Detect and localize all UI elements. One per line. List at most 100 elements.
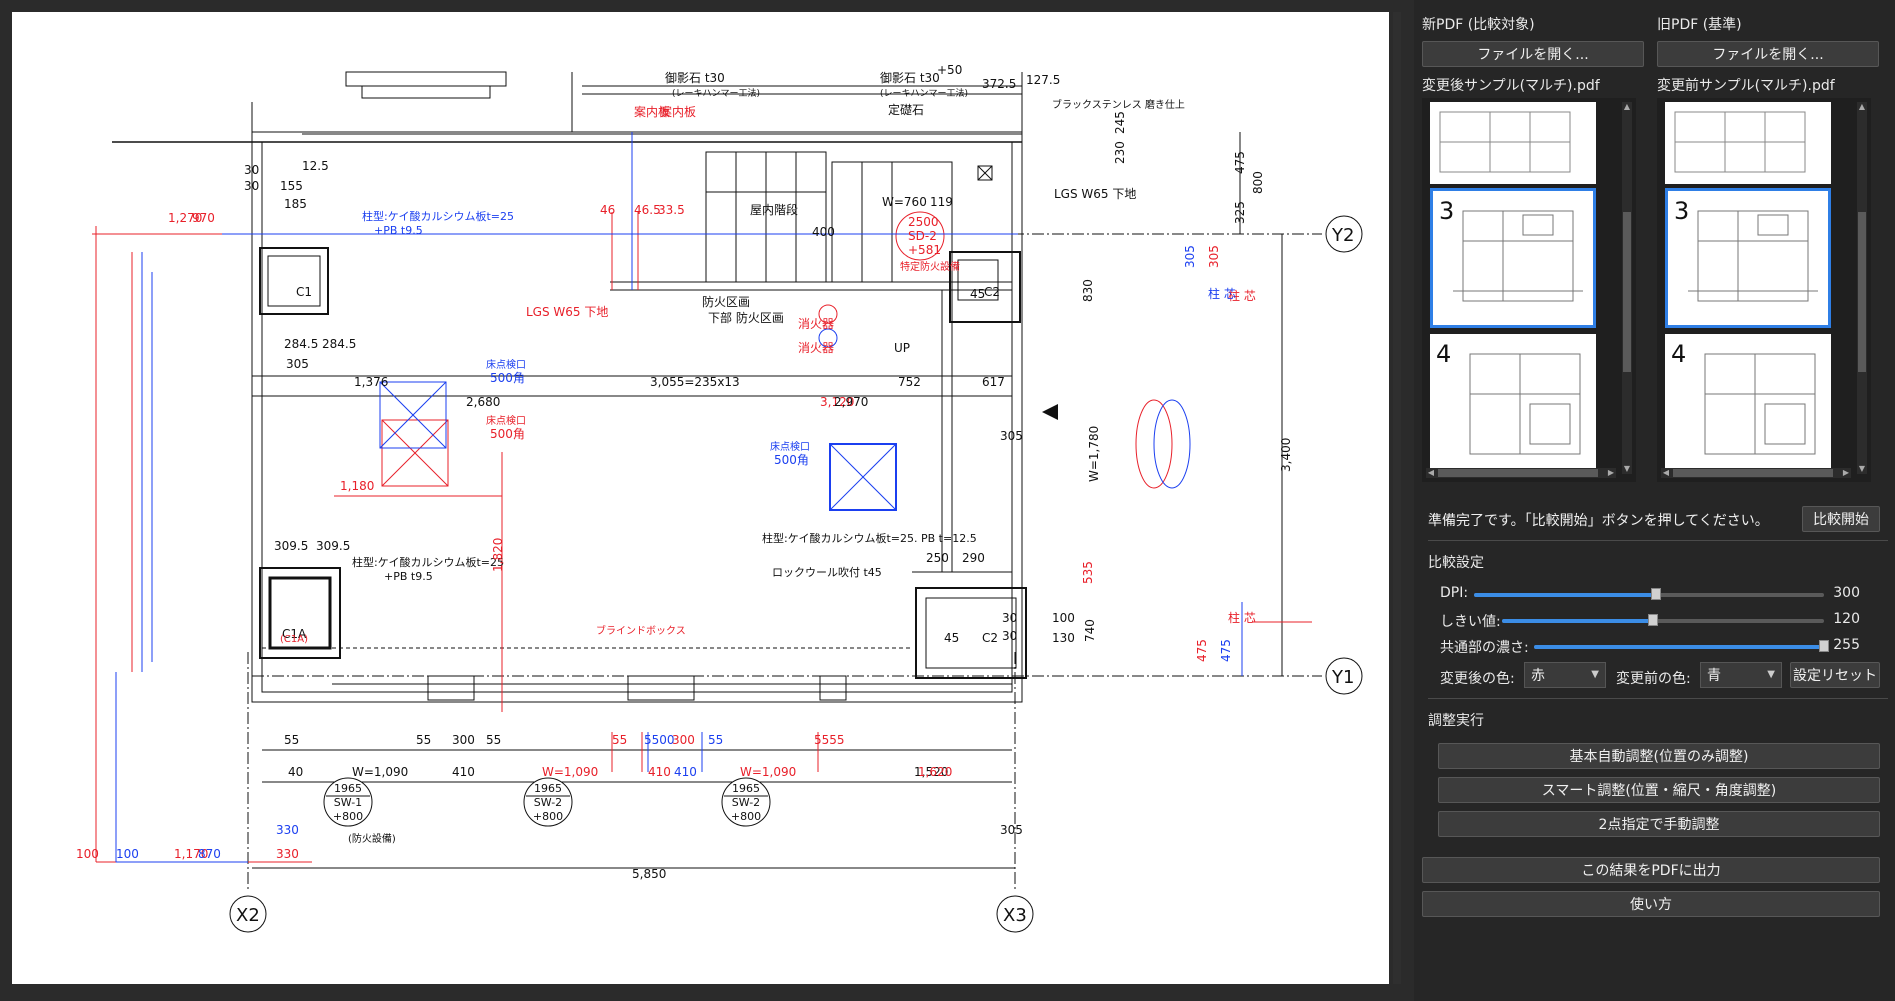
drawing-label: 33.5 <box>658 203 685 217</box>
old-pdf-thumbnails[interactable]: 3 4 ▲ ▼ ◀▶ <box>1657 98 1871 482</box>
threshold-value: 120 <box>1833 611 1860 627</box>
export-pdf-button[interactable]: この結果をPDFに出力 <box>1422 857 1880 883</box>
drawing-label: 230 <box>1113 141 1127 164</box>
viewer-scrollbar[interactable] <box>1393 12 1401 984</box>
drawing-label: 250 <box>926 551 949 565</box>
drawing-label: LGS W65 下地 <box>526 305 608 319</box>
common-density-value: 255 <box>1833 637 1860 653</box>
drawing-label: 1,376 <box>354 375 388 389</box>
new-thumb-page-3[interactable]: 3 <box>1430 188 1596 328</box>
drawing-label: 45 <box>970 287 985 301</box>
drawing-label: SD-2 <box>908 229 937 243</box>
after-color-label: 変更後の色: <box>1440 671 1515 687</box>
drawing-label: 床点検口 <box>770 440 810 453</box>
drawing-label: 3,120 <box>820 395 854 409</box>
new-thumbs-vscroll[interactable]: ▲ ▼ <box>1622 102 1632 474</box>
after-color-value: 赤 <box>1531 668 1545 684</box>
drawing-label: 800 <box>1251 171 1265 194</box>
drawing-label: 245 <box>1113 111 1127 134</box>
drawing-label: 290 <box>962 551 985 565</box>
drawing-label: LGS W65 下地 <box>1054 187 1136 201</box>
window-spec-bot: +800 <box>731 810 761 823</box>
adjust-title: 調整実行 <box>1428 713 1484 729</box>
drawing-label: W=1,090 <box>352 765 408 779</box>
after-color-select[interactable]: 赤 ▼ <box>1524 662 1606 688</box>
help-button[interactable]: 使い方 <box>1422 891 1880 917</box>
dpi-slider[interactable] <box>1474 588 1824 600</box>
drawing-label: 309.5 <box>316 539 350 553</box>
drawing-label: 410 <box>648 765 671 779</box>
drawing-label: (レーキハンマー工法) <box>672 87 760 99</box>
drawing-label: 500角 <box>774 453 809 467</box>
drawing-label: 5555 <box>814 733 845 747</box>
before-color-select[interactable]: 青 ▼ <box>1700 662 1782 688</box>
drawing-label: C2 <box>982 631 998 645</box>
old-thumb-page-4[interactable]: 4 <box>1665 334 1831 470</box>
drawing-label: 46 <box>600 203 615 217</box>
old-thumb-page-3[interactable]: 3 <box>1665 188 1831 328</box>
common-density-slider[interactable] <box>1534 640 1829 652</box>
north-arrow-icon <box>1042 404 1058 420</box>
drawing-label: 下部 防火区画 <box>708 310 784 325</box>
drawing-label: 740 <box>1083 619 1097 642</box>
basic-auto-adjust-button[interactable]: 基本自動調整(位置のみ調整) <box>1438 743 1880 769</box>
drawing-label: 475 <box>1233 151 1247 174</box>
drawing-label: ロックウール吹付 t45 <box>772 566 882 579</box>
threshold-label: しきい値: <box>1440 614 1501 630</box>
window-spec-bot: +800 <box>533 810 563 823</box>
drawing-label: 55 <box>486 733 501 747</box>
new-pdf-thumbnails[interactable]: 3 4 ▲ ▼ ◀▶ <box>1422 98 1636 482</box>
smart-adjust-button[interactable]: スマート調整(位置・縮尺・角度調整) <box>1438 777 1880 803</box>
drawing-label: (レーキハンマー工法) <box>880 87 968 99</box>
drawing-label: 柱型:ケイ酸カルシウム板t=25. PB t=12.5 <box>762 531 977 545</box>
pdf-viewer[interactable]: Y2 Y1 X2 X3 御影石 t30(レーキハンマー工法)御影石 t30(レー… <box>12 12 1389 984</box>
chevron-down-icon: ▼ <box>1767 669 1775 680</box>
drawing-label: W=1,780 <box>1087 426 1101 482</box>
drawing-label: 3,400 <box>1279 438 1293 472</box>
drawing-label: 1,520 <box>914 765 948 779</box>
drawing-label: 100 <box>76 847 99 861</box>
drawing-label: 330 <box>276 823 299 837</box>
old-thumb-page-number: 4 <box>1671 340 1687 368</box>
window-spec-top: 1965 <box>334 782 362 795</box>
before-color-value: 青 <box>1707 668 1721 684</box>
open-new-file-button[interactable]: ファイルを開く... <box>1422 41 1644 67</box>
drawing-label: 柱型:ケイ酸カルシウム板t=25 <box>362 209 514 223</box>
open-old-file-button[interactable]: ファイルを開く... <box>1657 41 1879 67</box>
old-thumbs-vscroll[interactable]: ▲ ▼ <box>1857 102 1867 474</box>
manual-two-point-adjust-button[interactable]: 2点指定で手動調整 <box>1438 811 1880 837</box>
drawing-label: 100 <box>1052 611 1075 625</box>
start-compare-button[interactable]: 比較開始 <box>1802 506 1880 532</box>
drawing-label: 1,620 <box>918 765 952 779</box>
new-thumb-page-4[interactable]: 4 <box>1430 334 1596 470</box>
new-thumb-page-2[interactable] <box>1430 102 1596 184</box>
drawing-label: 410 <box>674 765 697 779</box>
drawing-label: 30 <box>1002 629 1017 643</box>
drawing-label: 305 <box>286 357 309 371</box>
grid-label-x2: X2 <box>236 905 260 926</box>
old-file-name: 変更前サンプル(マルチ).pdf <box>1657 78 1835 94</box>
drawing-label: 屋内階段 <box>750 202 798 217</box>
drawing-label: +PB t9.5 <box>374 224 423 237</box>
drawing-label: +50 <box>937 63 962 77</box>
threshold-slider[interactable] <box>1502 614 1824 626</box>
old-thumbs-hscroll[interactable]: ◀▶ <box>1661 468 1851 478</box>
drawing-label: 55 <box>416 733 431 747</box>
drawing-label: 御影石 t30 <box>880 70 940 85</box>
window-spec-top: 1965 <box>534 782 562 795</box>
reset-settings-button[interactable]: 設定リセット <box>1790 662 1880 688</box>
drawing-label: 柱 芯 <box>1208 286 1236 301</box>
new-thumbs-hscroll[interactable]: ◀▶ <box>1426 468 1616 478</box>
window-spec-top: 1965 <box>732 782 760 795</box>
floor-plan-overlay: Y2 Y1 X2 X3 御影石 t30(レーキハンマー工法)御影石 t30(レー… <box>76 63 1363 933</box>
drawing-label: C2 <box>984 285 1000 299</box>
drawing-label: 45 <box>944 631 959 645</box>
drawing-label: 案内板 <box>634 104 670 119</box>
drawing-label: 5,850 <box>632 867 666 881</box>
new-pdf-title: 新PDF (比較対象) <box>1422 17 1535 33</box>
drawing-label: 御影石 t30 <box>665 70 725 85</box>
old-thumb-page-2[interactable] <box>1665 102 1831 184</box>
